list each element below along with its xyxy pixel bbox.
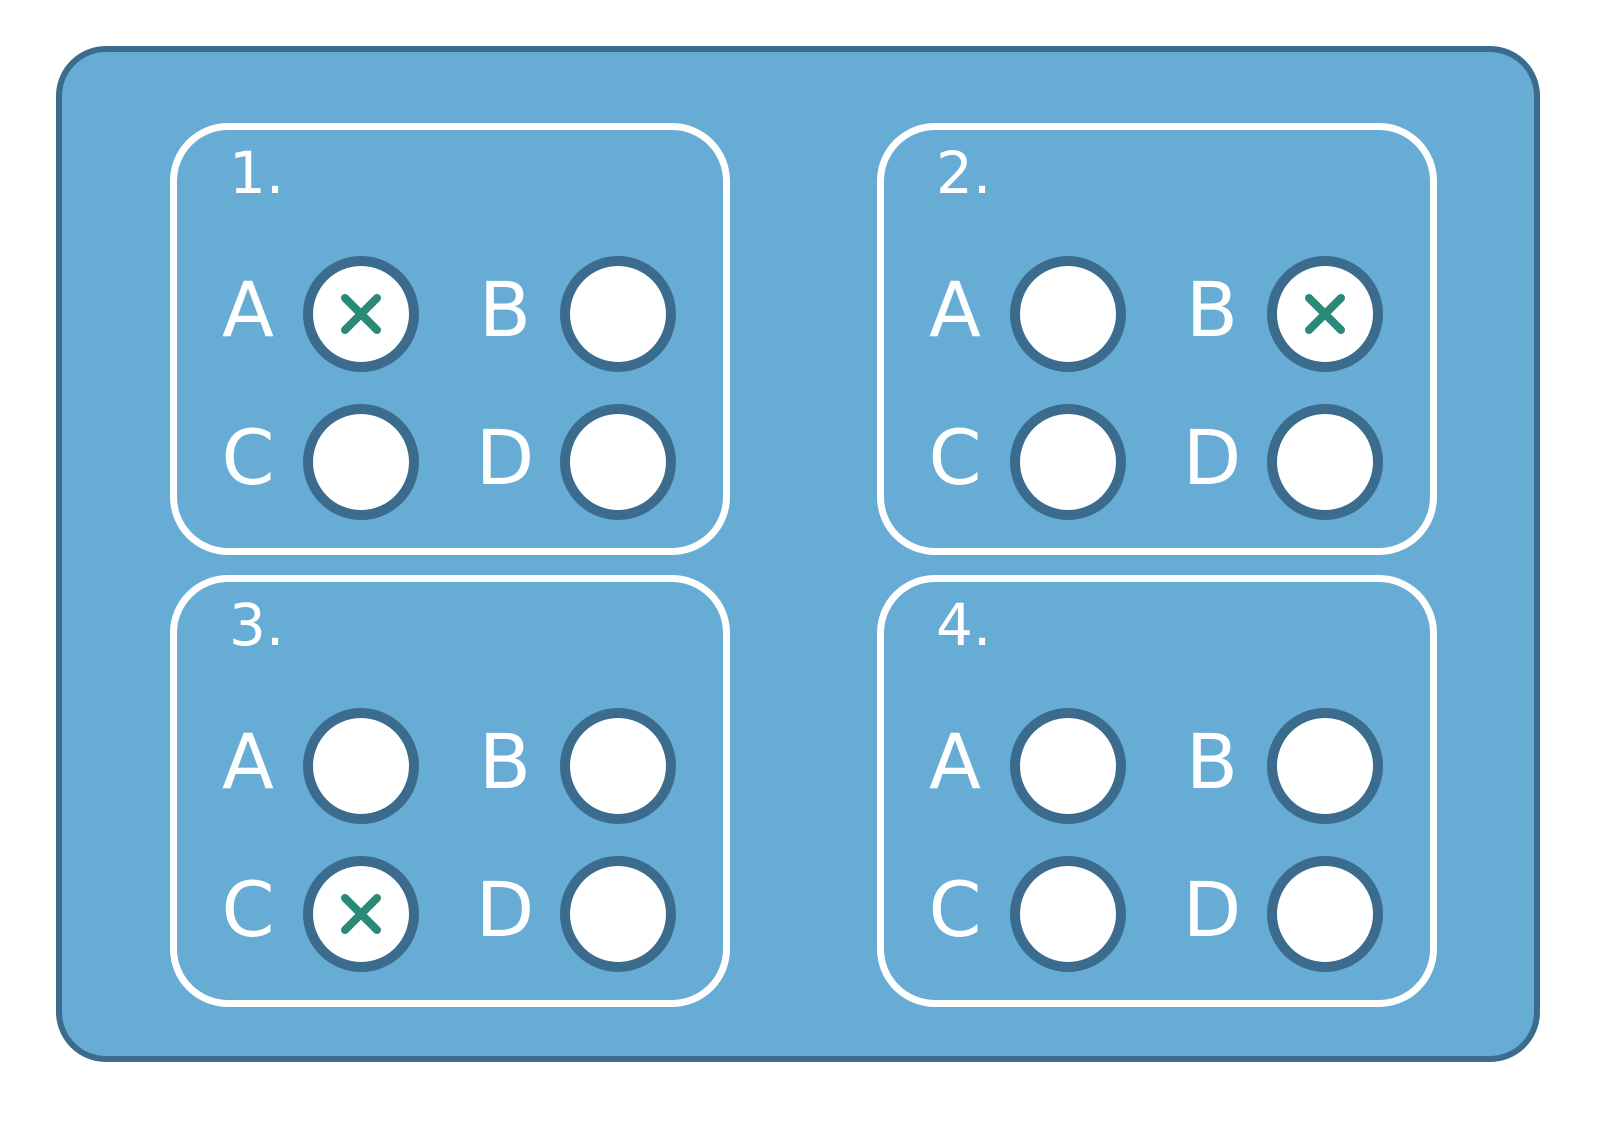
answer-bubble[interactable] [1267,856,1383,972]
question-1-box: 1. A B C D [170,123,730,555]
answer-bubble-marked[interactable] [303,856,419,972]
answer-bubble[interactable] [1267,404,1383,520]
option-letter: B [478,265,532,354]
answer-bubble[interactable] [1010,708,1126,824]
question-number: 4. [936,591,992,659]
option-letter: B [478,717,532,806]
option-letter: A [929,265,981,354]
answer-bubble[interactable] [1010,856,1126,972]
answer-bubble[interactable] [303,404,419,520]
question-2-box: 2. A B C D [877,123,1437,555]
option-letter: B [1185,717,1239,806]
x-mark-icon [341,894,381,934]
answer-bubble[interactable] [1010,256,1126,372]
option-letter: C [928,413,982,502]
option-letter: C [221,865,275,954]
answer-bubble[interactable] [560,856,676,972]
option-letter: D [1182,413,1242,502]
question-number: 1. [229,139,285,207]
answer-bubble[interactable] [560,708,676,824]
option-letter: A [222,717,274,806]
answer-bubble-marked[interactable] [303,256,419,372]
answer-bubble-marked[interactable] [1267,256,1383,372]
question-number: 3. [229,591,285,659]
option-letter: C [928,865,982,954]
answer-bubble[interactable] [1267,708,1383,824]
answer-sheet: 1. A B C D 2. A B C [56,46,1540,1062]
option-letter: D [1182,865,1242,954]
answer-bubble[interactable] [560,404,676,520]
option-letter: D [475,865,535,954]
question-4-box: 4. A B C D [877,575,1437,1007]
option-letter: B [1185,265,1239,354]
x-mark-icon [1305,294,1345,334]
option-letter: A [222,265,274,354]
x-mark-icon [341,294,381,334]
answer-bubble[interactable] [1010,404,1126,520]
answer-bubble[interactable] [303,708,419,824]
question-number: 2. [936,139,992,207]
option-letter: D [475,413,535,502]
question-3-box: 3. A B C D [170,575,730,1007]
option-letter: C [221,413,275,502]
option-letter: A [929,717,981,806]
answer-bubble[interactable] [560,256,676,372]
